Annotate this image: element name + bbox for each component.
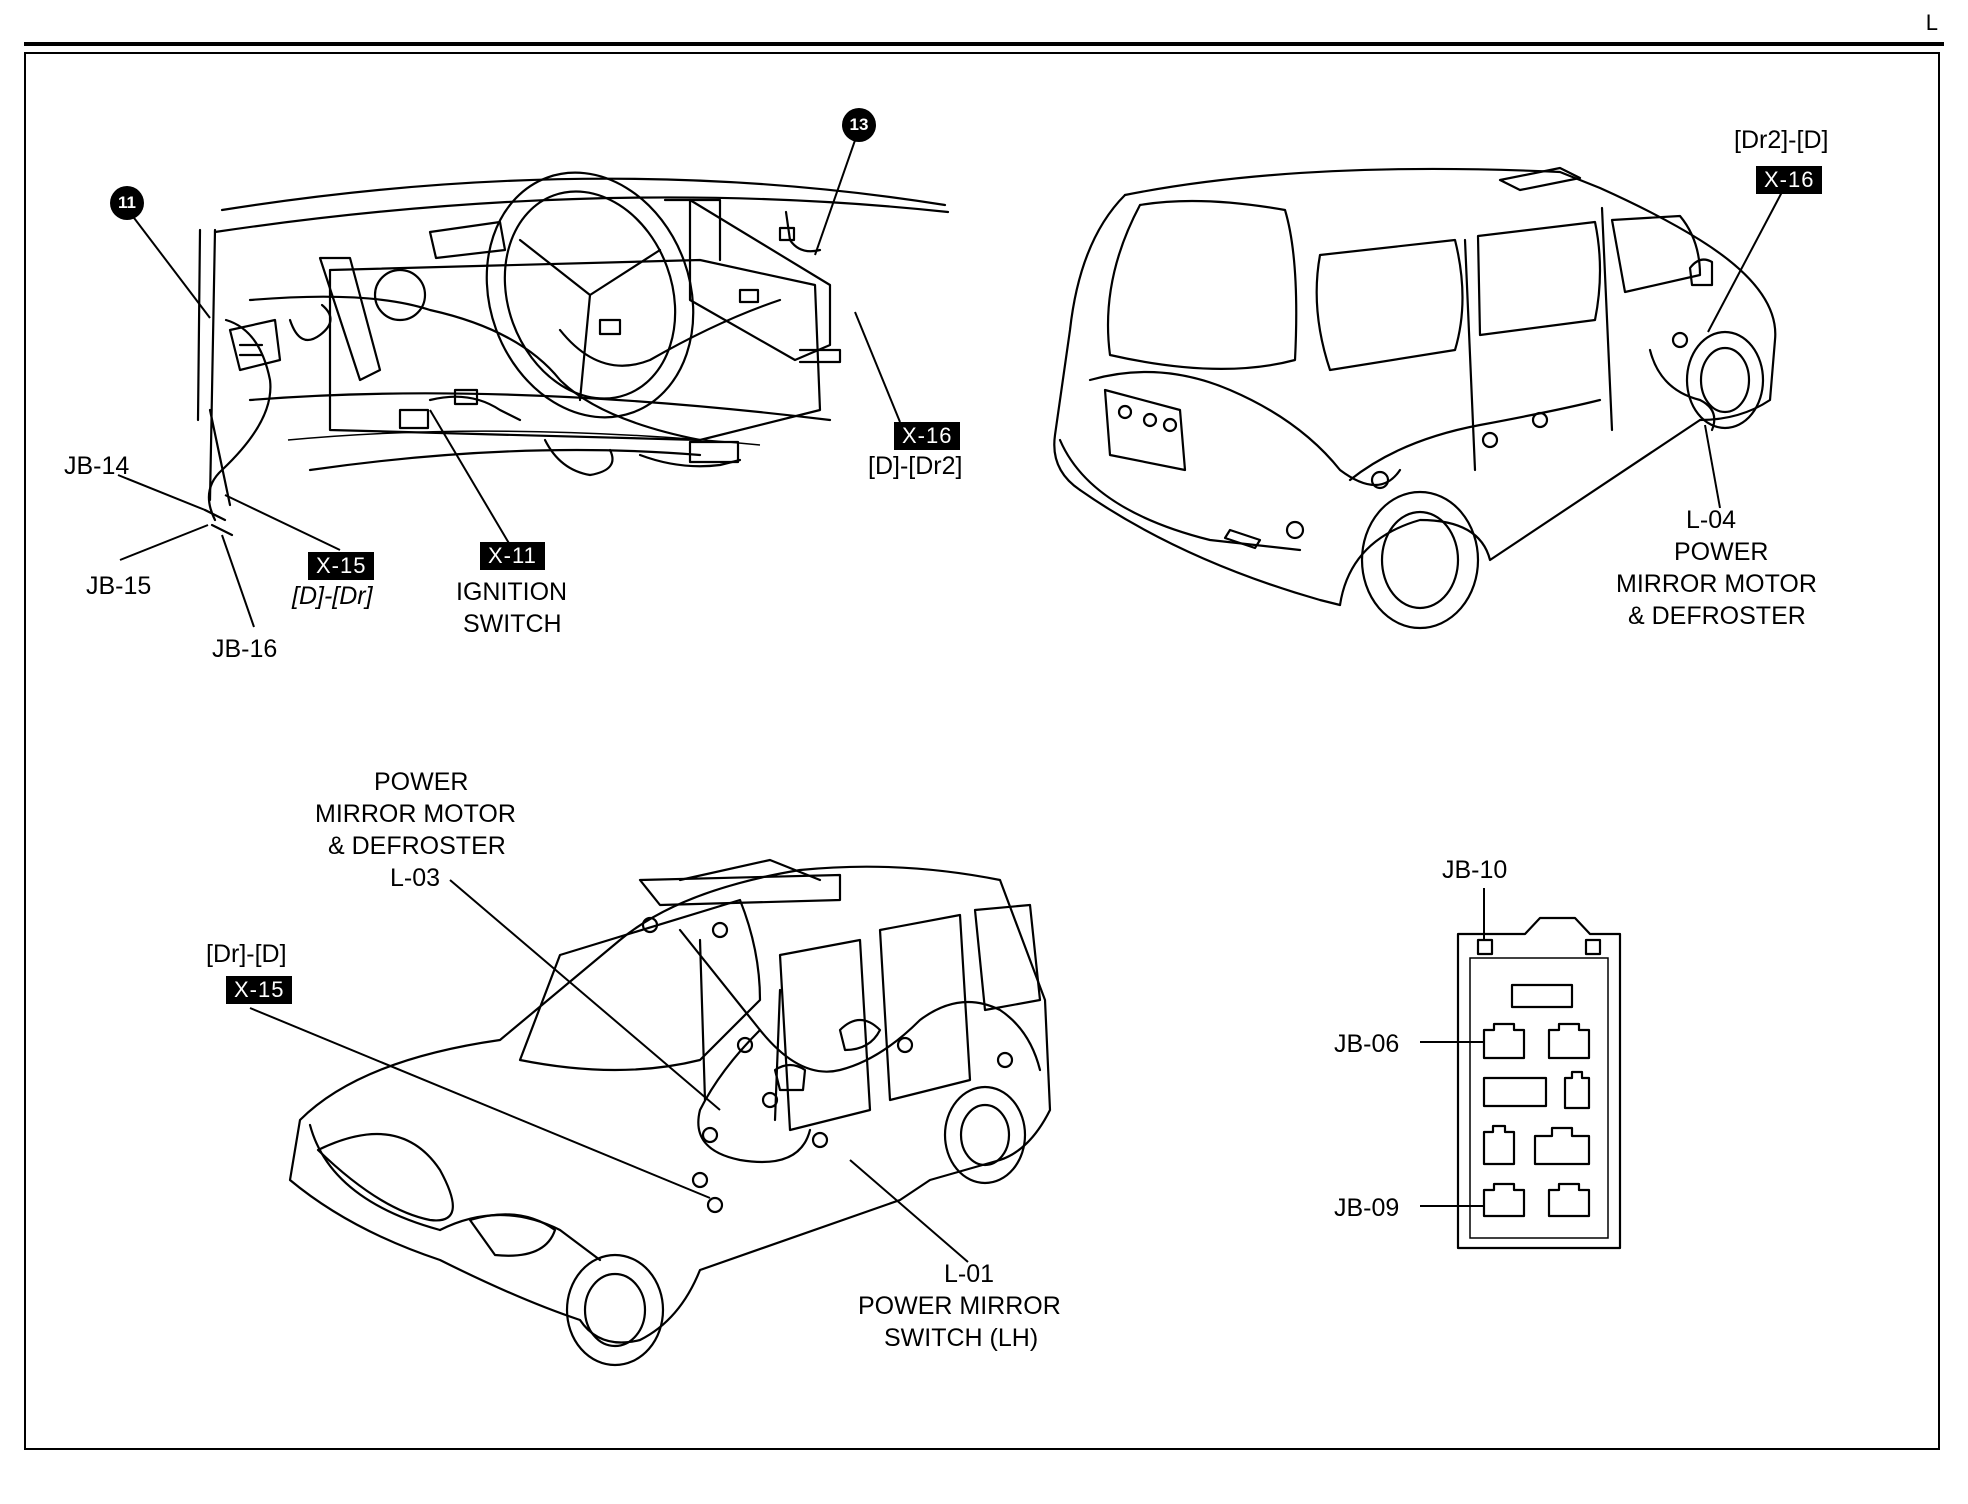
x16-dash-badge: X-16 <box>894 422 961 450</box>
jb06-label: JB-06 <box>1334 1030 1400 1058</box>
l04-line4: & DEFROSTER <box>1628 602 1806 630</box>
l01-line2: POWER MIRROR <box>858 1292 1061 1320</box>
dashboard-drawing <box>196 171 950 537</box>
l03-line4: L-03 <box>390 864 441 892</box>
x11-line2: SWITCH <box>463 610 562 638</box>
x16-dash-sub: [D]-[Dr2] <box>868 452 963 480</box>
front-van-drawing <box>288 858 1052 1367</box>
jb10-label: JB-10 <box>1442 856 1508 884</box>
rear-van-drawing <box>1053 166 1777 630</box>
x11-line1: IGNITION <box>456 578 568 606</box>
l03-line3: & DEFROSTER <box>328 832 506 860</box>
x15-front-badge: X-15 <box>226 976 293 1004</box>
l01-line1: L-01 <box>944 1260 995 1288</box>
callout-13-badge: 13 <box>842 108 876 142</box>
junction-box-drawing <box>1456 916 1622 1250</box>
page-corner-letter: L <box>1925 10 1938 35</box>
jb14-label: JB-14 <box>64 452 130 480</box>
l01-line3: SWITCH (LH) <box>884 1324 1039 1352</box>
header-rule <box>24 42 1944 46</box>
x16-rear-badge: X-16 <box>1756 166 1823 194</box>
l04-line3: MIRROR MOTOR <box>1616 570 1817 598</box>
x15-dash-sub: [D]-[Dr] <box>292 582 373 610</box>
l03-line1: POWER <box>374 768 469 796</box>
jb15-label: JB-15 <box>86 572 152 600</box>
callout-11-badge: 11 <box>110 186 144 220</box>
jb09-label: JB-09 <box>1334 1194 1400 1222</box>
diagram-frame <box>24 52 1940 1450</box>
x15-front-sub: [Dr]-[D] <box>206 940 287 968</box>
x15-dash-badge: X-15 <box>308 552 375 580</box>
x11-badge: X-11 <box>480 542 545 570</box>
jb16-label: JB-16 <box>212 635 278 663</box>
x16-rear-sub: [Dr2]-[D] <box>1734 126 1829 154</box>
l04-line2: POWER <box>1674 538 1769 566</box>
l03-line2: MIRROR MOTOR <box>315 800 516 828</box>
l04-line1: L-04 <box>1686 506 1737 534</box>
